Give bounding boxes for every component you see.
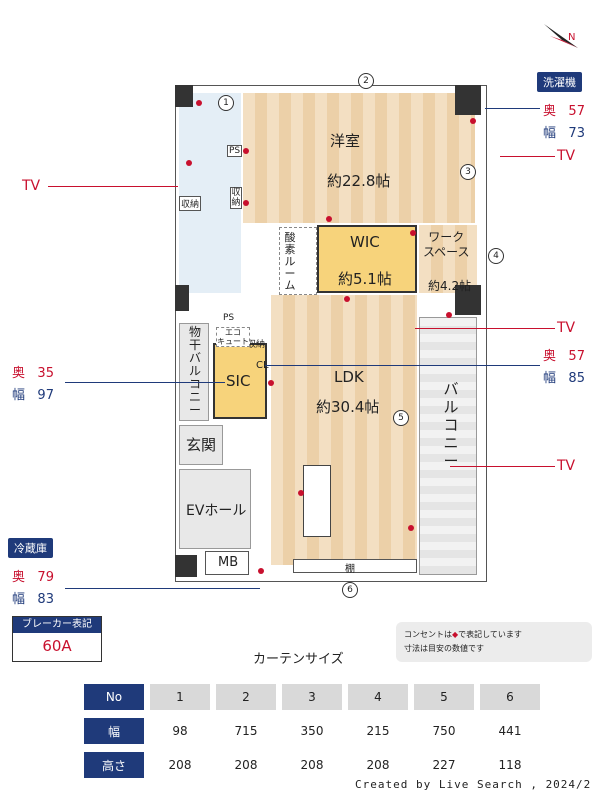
ev-hall-name: EVホール [186, 503, 247, 519]
curtain-header-height: 高さ [84, 752, 144, 778]
window-number-6: 6 [342, 582, 358, 598]
western-room-size: 約22.8帖 [327, 172, 391, 190]
curtain-table: No 1 2 3 4 5 6 幅 98 715 350 215 750 441 … [78, 676, 546, 786]
oxygen-room [279, 227, 317, 295]
dry-balcony-name: 物干バルコニー [188, 325, 201, 417]
compass-icon [544, 24, 578, 48]
compass-north-label: N [568, 32, 576, 43]
entrance-name: 玄関 [186, 436, 217, 454]
outlet-icon: ◆ [452, 630, 459, 639]
wic-room [317, 225, 417, 293]
window-number-1: 1 [218, 95, 234, 111]
balcony-name: バルコニー [443, 380, 459, 470]
credit: Created by Live Search , 2024/2 [355, 778, 592, 791]
window-number-4: 4 [488, 248, 504, 264]
fridge-width: 幅 83 [12, 592, 54, 607]
curtain-header-no: No [84, 684, 144, 710]
ps-label-1: PS [227, 145, 243, 157]
floor-plan [175, 85, 487, 582]
tv-label-4: TV [557, 458, 576, 474]
ldk-room [271, 295, 417, 565]
balcony [419, 317, 477, 575]
ldk-depth: 奥 57 [543, 349, 585, 364]
sic-depth: 奥 35 [12, 366, 54, 381]
shelf-name: 棚 [345, 564, 355, 575]
window-number-2: 2 [358, 73, 374, 89]
sic-room-name: SIC [226, 372, 251, 390]
western-room [243, 93, 475, 223]
breaker-box: ブレーカー表記 60A [12, 616, 102, 662]
legend-box: コンセントは◆で表記しています 寸法は目安の数値です [396, 622, 592, 662]
kitchen-island [303, 465, 331, 537]
storage-label-2: 収納 [230, 187, 242, 209]
wic-room-name: WIC [350, 233, 380, 251]
work-space-name: ワーク スペース [423, 230, 470, 259]
storage-label-3: 収納 [247, 340, 266, 350]
shelf [293, 559, 417, 573]
washer-width: 幅 73 [543, 126, 585, 141]
sic-room [213, 343, 267, 419]
wic-room-size: 約5.1帖 [338, 270, 392, 288]
breaker-label: ブレーカー表記 [13, 617, 101, 633]
ldk-room-size: 約30.4帖 [316, 398, 380, 416]
window-number-3: 3 [460, 164, 476, 180]
work-space-size: 約4.2帖 [428, 279, 472, 293]
cl-name: CL [256, 360, 269, 371]
window-number-5: 5 [393, 410, 409, 426]
washer-depth: 奥 57 [543, 104, 585, 119]
dry-balcony [179, 323, 209, 421]
oxygen-room-name: 酸素ルーム [284, 231, 296, 292]
tv-label-3: TV [557, 320, 576, 336]
ldk-width: 幅 85 [543, 371, 585, 386]
eco-cute-label: エコ キュート [216, 327, 250, 347]
work-space [419, 225, 477, 293]
entrance [179, 425, 223, 465]
tv-label-2: TV [557, 148, 576, 164]
compass: N [540, 18, 582, 58]
storage-label-1: 収納 [179, 196, 202, 211]
fridge-tag: 冷蔵庫 [8, 538, 53, 558]
breaker-value: 60A [42, 637, 72, 655]
ev-hall [179, 469, 251, 549]
mb-name: MB [218, 555, 239, 570]
ps-label-2: PS [223, 313, 235, 323]
washer-tag: 洗濯機 [537, 72, 582, 92]
western-room-name: 洋室 [330, 132, 361, 150]
curtain-title: カーテンサイズ [253, 652, 344, 667]
curtain-header-width: 幅 [84, 718, 144, 744]
mb-box [205, 551, 249, 575]
tv-label-1: TV [22, 178, 41, 194]
sic-width: 幅 97 [12, 388, 54, 403]
ldk-room-name: LDK [334, 368, 364, 386]
fridge-depth: 奥 79 [12, 570, 54, 585]
